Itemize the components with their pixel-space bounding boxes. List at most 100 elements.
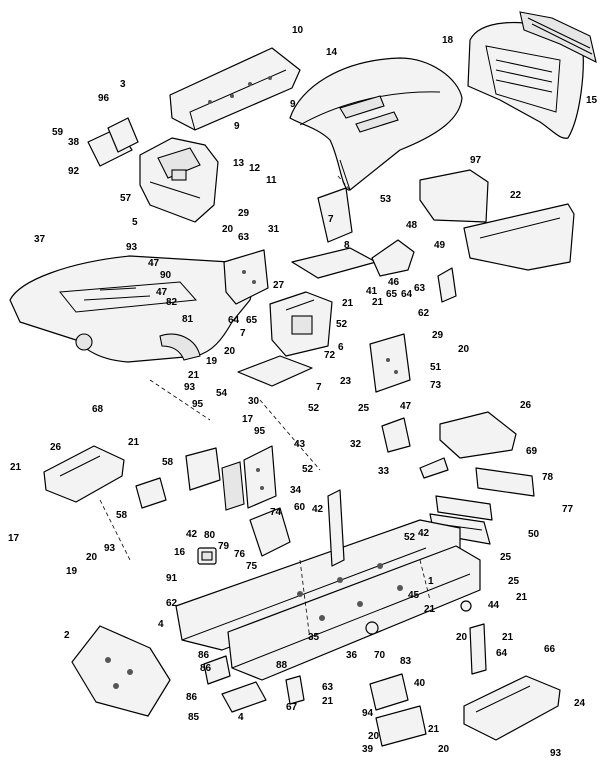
base-plate-part-30 — [237, 355, 313, 387]
callout-10: 10 — [292, 25, 304, 36]
callout-95: 95 — [192, 399, 204, 410]
callout-44: 44 — [488, 600, 500, 611]
dash-tower-part-27 — [223, 249, 269, 305]
callout-52: 52 — [308, 403, 320, 414]
dash-panel-part-3 — [169, 47, 301, 131]
callout-96: 96 — [98, 93, 110, 104]
callout-25: 25 — [358, 403, 370, 414]
callout-42: 42 — [418, 528, 430, 539]
callout-95: 95 — [254, 426, 266, 437]
plate-part-23 — [369, 333, 411, 393]
callout-58: 58 — [116, 510, 128, 521]
callout-13: 13 — [233, 158, 245, 169]
callout-52: 52 — [302, 464, 314, 475]
callout-26: 26 — [50, 442, 62, 453]
callout-12: 12 — [249, 163, 261, 174]
hood-part-14 — [289, 57, 463, 191]
callout-76: 76 — [234, 549, 246, 560]
support-part-8 — [291, 247, 377, 279]
callout-20: 20 — [222, 224, 234, 235]
callout-30: 30 — [248, 396, 260, 407]
callout-88: 88 — [276, 660, 288, 671]
side-panel-part-22 — [463, 203, 575, 271]
callout-60: 60 — [294, 502, 306, 513]
callout-51: 51 — [430, 362, 442, 373]
callout-70: 70 — [374, 650, 386, 661]
side-panel-part-97 — [419, 169, 489, 223]
callout-93: 93 — [104, 543, 116, 554]
grille-part-18 — [467, 22, 584, 139]
plate-part-77 — [435, 495, 493, 521]
callout-17: 17 — [8, 533, 20, 544]
callout-32: 32 — [350, 439, 362, 450]
callout-23: 23 — [340, 376, 352, 387]
callout-82: 82 — [166, 297, 178, 308]
callout-47: 47 — [148, 258, 160, 269]
callout-21: 21 — [516, 592, 528, 603]
callout-64: 64 — [496, 648, 508, 659]
fender-part-37 — [9, 255, 253, 363]
callout-8: 8 — [344, 240, 350, 251]
callout-18: 18 — [442, 35, 454, 46]
callout-20: 20 — [368, 731, 380, 742]
bracket-part-49 — [437, 267, 457, 303]
callout-31: 31 — [268, 224, 280, 235]
steering-support-part-72 — [269, 291, 333, 357]
callout-63: 63 — [322, 682, 334, 693]
console-part-5 — [139, 137, 219, 223]
bracket-part-58b — [135, 477, 167, 509]
callout-38: 38 — [68, 137, 80, 148]
callout-47: 47 — [400, 401, 412, 412]
callout-67: 67 — [286, 702, 298, 713]
callout-43: 43 — [294, 439, 306, 450]
callout-24: 24 — [574, 698, 586, 709]
callout-20: 20 — [456, 632, 468, 643]
callout-19: 19 — [206, 356, 218, 367]
callout-20: 20 — [458, 344, 470, 355]
callout-21: 21 — [502, 632, 514, 643]
callout-25: 25 — [500, 552, 512, 563]
bracket-part-58a — [185, 447, 245, 511]
callout-62: 62 — [166, 598, 178, 609]
callout-11: 11 — [266, 175, 277, 186]
callout-29: 29 — [432, 330, 444, 341]
assembly-lines — [99, 175, 431, 641]
callout-97: 97 — [470, 155, 482, 166]
callout-7: 7 — [316, 382, 322, 393]
callout-86: 86 — [198, 650, 210, 661]
callout-48: 48 — [406, 220, 418, 231]
callout-50: 50 — [528, 529, 540, 540]
callout-93: 93 — [184, 382, 196, 393]
bracket-part-40 — [369, 673, 409, 711]
clip-part-33 — [419, 457, 449, 479]
callout-4: 4 — [158, 619, 164, 630]
callout-65: 65 — [386, 289, 398, 300]
plate-part-78 — [475, 467, 535, 497]
callout-35: 35 — [308, 632, 320, 643]
step-part-66 — [463, 675, 561, 741]
callout-52: 52 — [404, 532, 416, 543]
panel-part-96 — [107, 117, 139, 153]
callout-21: 21 — [128, 437, 140, 448]
callout-42: 42 — [312, 504, 324, 515]
callout-74: 74 — [270, 507, 282, 518]
callout-19: 19 — [66, 566, 78, 577]
frame-part-1 — [175, 519, 481, 681]
callout-85: 85 — [188, 712, 200, 723]
callout-47: 47 — [156, 287, 168, 298]
callout-21: 21 — [428, 724, 440, 735]
callout-21: 21 — [10, 462, 22, 473]
callout-3: 3 — [120, 79, 126, 90]
bracket-part-39 — [375, 705, 427, 747]
callout-80: 80 — [204, 530, 216, 541]
callout-40: 40 — [414, 678, 426, 689]
callout-5: 5 — [132, 217, 138, 228]
callout-34: 34 — [290, 485, 302, 496]
callout-33: 33 — [378, 466, 390, 477]
callout-66: 66 — [544, 644, 556, 655]
callout-91: 91 — [166, 573, 178, 584]
callout-7: 7 — [240, 328, 246, 339]
callout-21: 21 — [424, 604, 436, 615]
callout-86: 86 — [186, 692, 198, 703]
